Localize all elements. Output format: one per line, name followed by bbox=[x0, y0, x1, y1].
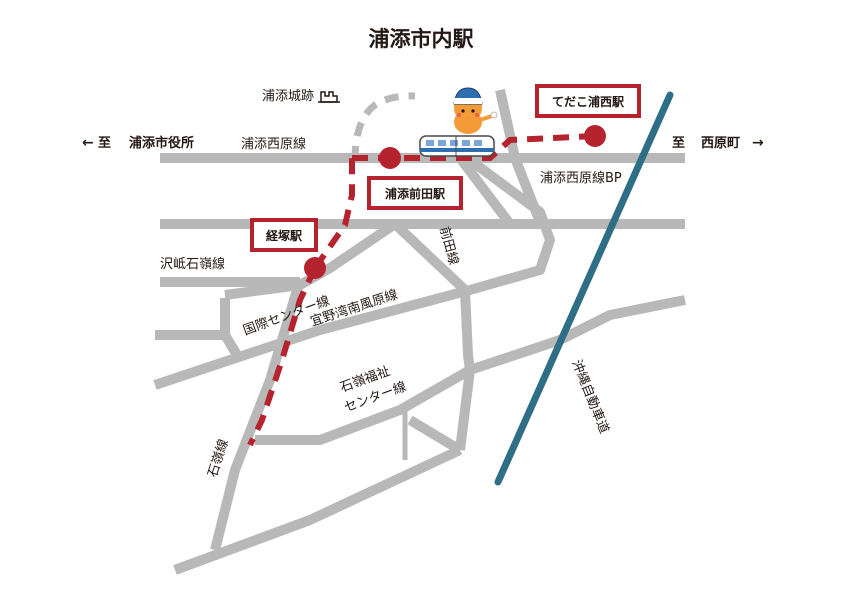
road-label-ishimine-line: 石嶺線 bbox=[205, 437, 232, 479]
road-label-takushi-ishimine: 沢岻石嶺線 bbox=[160, 256, 225, 272]
left-arrow-icon: ← bbox=[82, 135, 94, 151]
mascot-icon bbox=[453, 87, 498, 134]
station-dot-urasoe-maeda[interactable] bbox=[379, 147, 401, 169]
road-east-long bbox=[468, 295, 686, 375]
direction-east: 至 西原町 → bbox=[672, 135, 764, 151]
right-arrow-icon: → bbox=[752, 135, 764, 151]
station-dot-kyozuka[interactable] bbox=[304, 257, 326, 279]
road-ishimine-fukushi-center bbox=[255, 365, 475, 451]
direction-west: ← 至 浦添市役所 bbox=[82, 135, 194, 151]
road-ishimine-fukushi-inner bbox=[407, 415, 463, 455]
station-name-kyozuka: 経塚駅 bbox=[266, 228, 303, 243]
landmark-castle-ruins-label: 浦添城跡 bbox=[262, 88, 314, 104]
road-kokusai-west bbox=[220, 298, 245, 363]
monorail-train-icon bbox=[419, 135, 495, 157]
direction-west-destination: 浦添市役所 bbox=[129, 135, 194, 151]
road-label-urasoe-nishibaru: 浦添西原線 bbox=[241, 136, 306, 152]
road-label-urasoe-nishibaru-bp: 浦添西原線BP bbox=[540, 170, 622, 186]
station-label-tedako-urasoe[interactable]: てだこ浦西駅 bbox=[535, 84, 641, 118]
station-dot-tedako-urasoe[interactable] bbox=[584, 125, 606, 147]
monorail-segment-south bbox=[247, 266, 318, 447]
monorail-segment-maeda-tedako bbox=[352, 133, 596, 161]
station-name-urasoe-maeda: 浦添前田駅 bbox=[385, 186, 446, 201]
road-maeda-diagonal bbox=[456, 154, 514, 228]
direction-east-prefix: 至 bbox=[672, 136, 685, 151]
monorail-extension-gray bbox=[351, 92, 416, 161]
direction-west-prefix: 至 bbox=[98, 136, 111, 151]
road-bp-north-branch bbox=[495, 88, 545, 224]
road-ginowan-minamifuhara bbox=[153, 285, 472, 390]
station-label-urasoe-maeda[interactable]: 浦添前田駅 bbox=[367, 176, 463, 210]
road-label-okinawa-expressway: 沖縄自動車道 bbox=[568, 358, 611, 436]
road-ishimine-line bbox=[210, 278, 305, 552]
station-label-kyozuka[interactable]: 経塚駅 bbox=[250, 218, 318, 252]
direction-east-destination: 西原町 bbox=[701, 136, 740, 151]
monorail-route bbox=[247, 133, 596, 447]
station-name-tedako-urasoe: てだこ浦西駅 bbox=[552, 94, 625, 109]
okinawa-expressway bbox=[494, 91, 674, 486]
road-lower-diagonal bbox=[173, 445, 463, 575]
road-maeda-line bbox=[391, 220, 475, 371]
road-network bbox=[153, 88, 686, 575]
castle-icon bbox=[318, 91, 340, 103]
road-urasoe-nishibaru-bp bbox=[467, 155, 555, 295]
map-title: 浦添市内駅 bbox=[369, 27, 475, 51]
monorail-segment-kyozuka-maeda bbox=[312, 158, 355, 270]
